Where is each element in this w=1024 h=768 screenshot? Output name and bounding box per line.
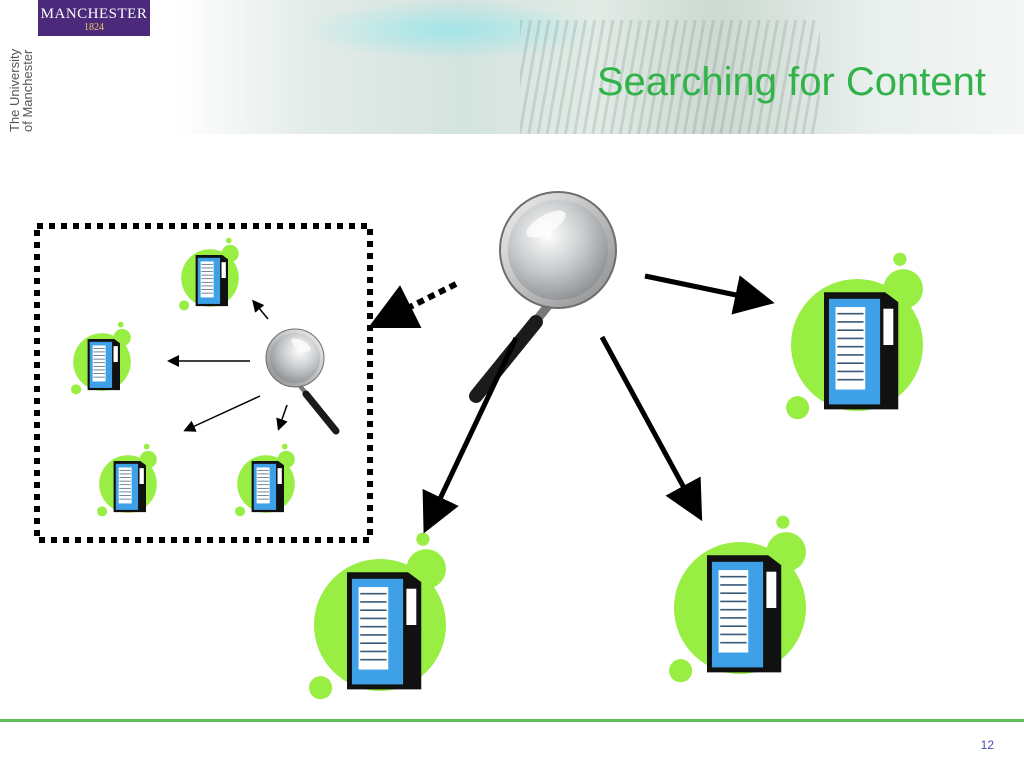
- small-arrow-top: [252, 299, 269, 320]
- small-arrow-bottom-left: [183, 395, 261, 432]
- search-diagram: [34, 0, 924, 701]
- page-number: 12: [980, 738, 994, 752]
- arrow-to-server-right: [644, 273, 775, 315]
- header-banner: [0, 0, 1024, 134]
- server-bottom-left: [308, 531, 447, 701]
- arrow-to-server-bottom-left: [422, 336, 519, 534]
- small-server-left: [70, 321, 132, 395]
- arrow-to-server-bottom-right: [599, 335, 703, 522]
- small-server-bottom-right: [234, 443, 296, 517]
- banner-hardware-photo: [520, 20, 820, 134]
- small-server-top: [178, 237, 240, 311]
- small-server-bottom-left: [96, 443, 158, 517]
- server-right: [785, 251, 924, 421]
- small-magnifier: [266, 329, 336, 431]
- footer-divider: [0, 719, 1024, 722]
- small-arrow-bottom-right: [276, 404, 288, 431]
- slide-title: Searching for Content: [596, 60, 986, 104]
- server-bottom-right: [668, 514, 807, 684]
- university-logo: MANCHESTER 1824: [38, 0, 150, 36]
- arrow-to-network: [367, 281, 458, 329]
- banner-glow: [300, 0, 600, 60]
- large-magnifier: [476, 192, 616, 396]
